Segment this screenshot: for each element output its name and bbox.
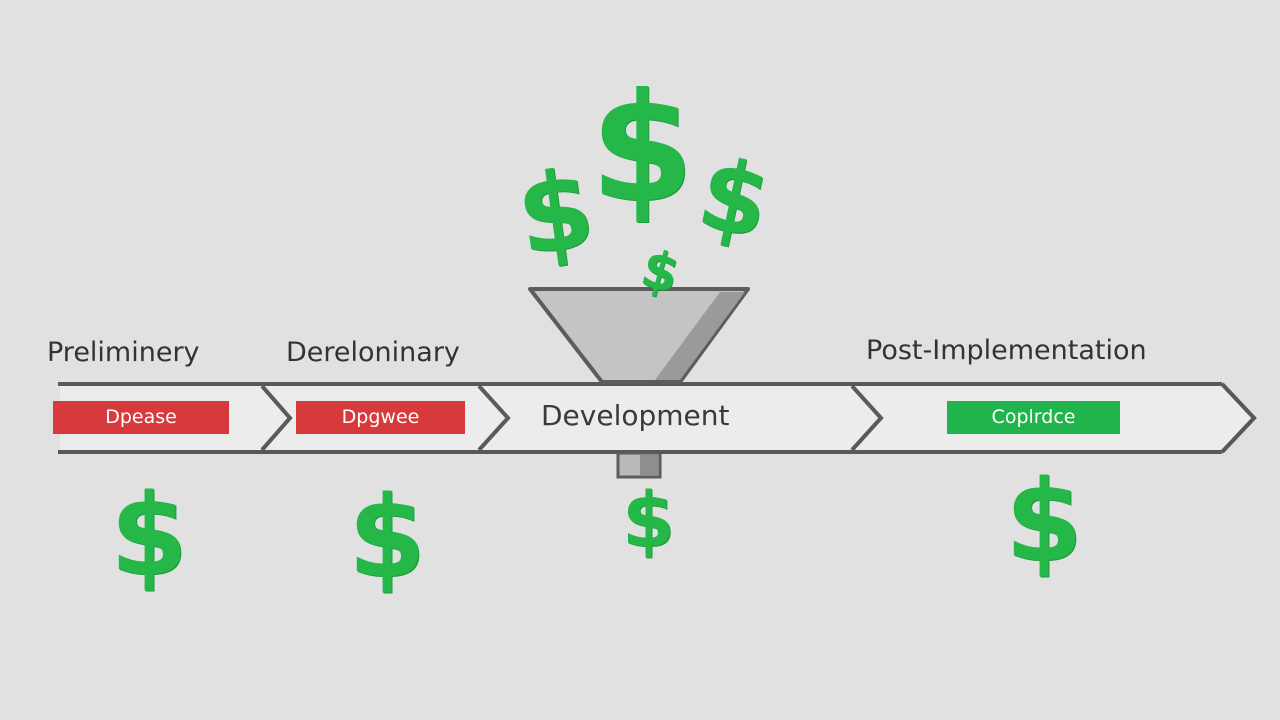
- dollar-sign-icon: $: [590, 62, 695, 236]
- stage-badge-developmental: Dpgwee: [296, 401, 465, 434]
- dollar-sign-icon: $: [1005, 457, 1083, 587]
- dollar-sign-icon: $: [348, 473, 426, 603]
- dollar-sign-icon: $: [622, 475, 675, 564]
- separator-chevron-2: [477, 384, 511, 452]
- dollar-sign-icon: $: [509, 146, 602, 281]
- stage-badge-post-implementation: Coplrdce: [947, 401, 1120, 434]
- stage-label-developmental: Dereloninary: [286, 337, 460, 368]
- stage-label-development: Development: [541, 399, 730, 432]
- stage-badge-preliminary: Dpease: [53, 401, 229, 434]
- funnel-icon: [528, 287, 750, 479]
- stage-label-preliminary: Preliminery: [47, 337, 200, 368]
- separator-chevron-1: [260, 384, 293, 452]
- separator-chevron-3: [850, 384, 884, 452]
- stage-label-post-implementation: Post-Implementation: [866, 335, 1147, 366]
- dollar-sign-icon: $: [110, 471, 188, 601]
- stage-separators: [260, 384, 884, 452]
